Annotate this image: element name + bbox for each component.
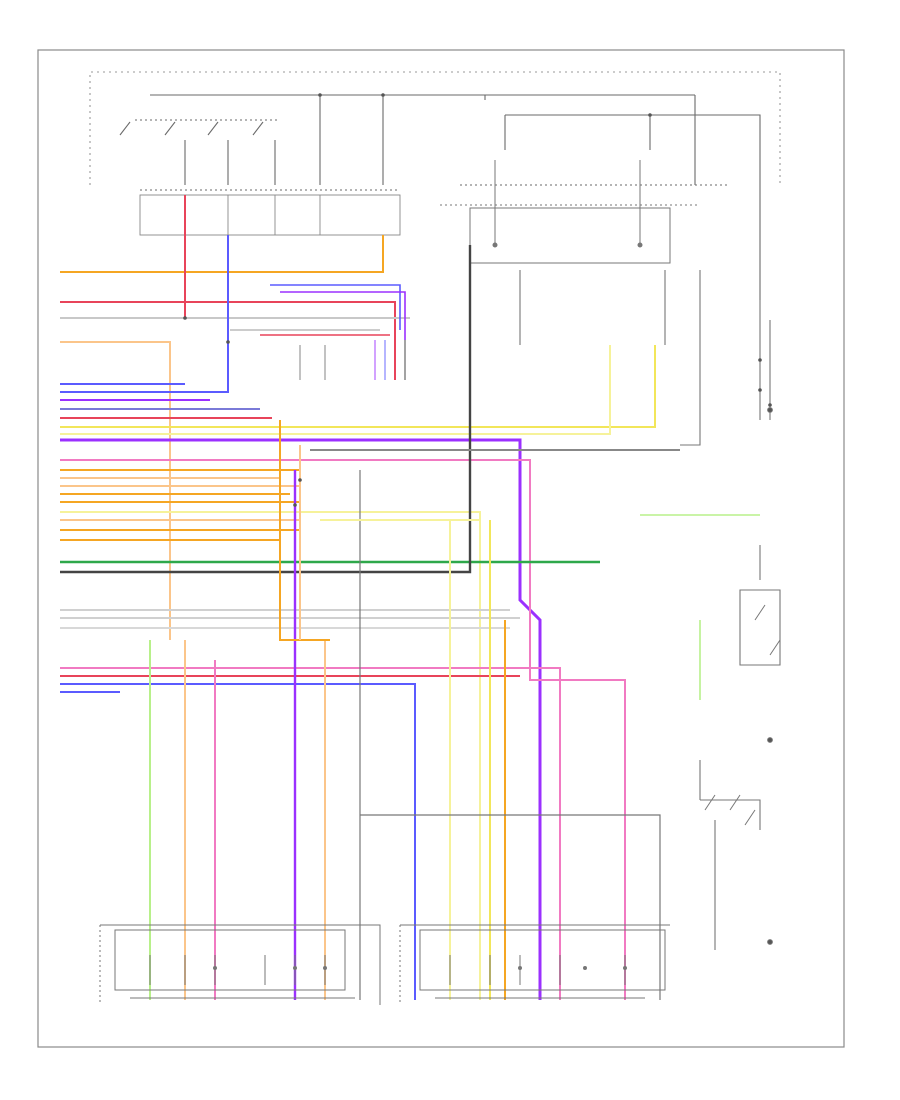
top-power-section xyxy=(89,71,781,300)
passenger-door-actuator xyxy=(399,924,670,1005)
right-components xyxy=(704,407,781,945)
driver-door-actuator xyxy=(99,924,381,1005)
relay-module-box xyxy=(440,160,700,264)
junction-dots xyxy=(183,93,772,507)
top-connector-block xyxy=(139,194,401,236)
diagram-frame xyxy=(37,49,845,1048)
vertical-drop-wires xyxy=(149,420,680,1000)
middle-connector-block xyxy=(230,284,406,380)
left-harness-wires xyxy=(60,195,656,1000)
